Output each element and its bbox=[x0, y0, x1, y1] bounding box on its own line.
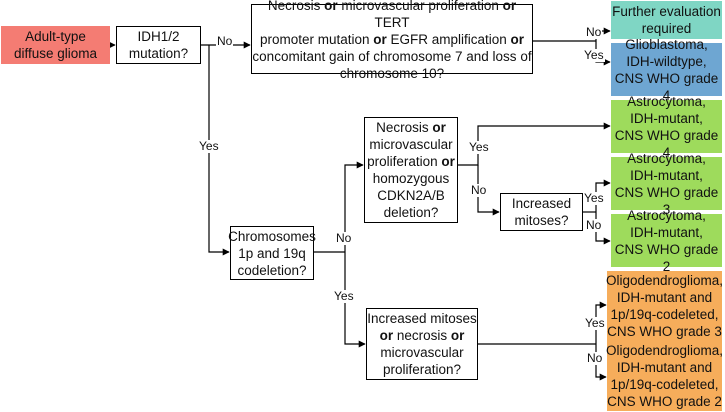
edge-label-astro-no: No bbox=[470, 183, 488, 197]
edge-label-idh-yes: Yes bbox=[198, 139, 220, 153]
edge-label-wildtype-no: No bbox=[585, 25, 603, 39]
edge-label-idh-no: No bbox=[216, 34, 234, 48]
edge-label-astro-yes: Yes bbox=[468, 140, 490, 154]
edge-label-oligo-yes: Yes bbox=[584, 316, 606, 330]
edge-oligo-to-grade3 bbox=[595, 301, 607, 344]
edge-label-codeletion-no: No bbox=[335, 231, 353, 245]
edge-codeletion-to-astro bbox=[344, 161, 364, 252]
result-astrocytoma-idh-mutant-grade-2: Astrocytoma,IDH-mutant,CNS WHO grade 2 bbox=[611, 208, 722, 274]
edge-label-codeletion-yes: Yes bbox=[333, 289, 355, 303]
edge-label-mitoses-yes: Yes bbox=[583, 191, 605, 205]
edge-astro-to-mitoses bbox=[477, 165, 500, 216]
edge-label-wildtype-yes: Yes bbox=[583, 48, 605, 62]
edge-wildtype-to-gbm bbox=[595, 41, 611, 66]
decision-idh-wildtype-criteria: Necrosis or microvascular proliferation … bbox=[251, 0, 533, 81]
edge-codeletion-to-oligo bbox=[344, 252, 366, 348]
edge-label-oligo-no: No bbox=[586, 351, 604, 365]
result-astrocytoma-idh-mutant-grade-3: Astrocytoma,IDH-mutant,CNS WHO grade 3 bbox=[611, 151, 722, 217]
edge-label-mitoses-no: No bbox=[585, 218, 603, 232]
result-astrocytoma-idh-mutant-grade-4: Astrocytoma,IDH-mutant,CNS WHO grade 4 bbox=[611, 94, 722, 160]
edge-idh-to-codeletion bbox=[208, 45, 230, 256]
result-glioblastoma-idh-wildtype-grade-4: Glioblastoma,IDH-wildtype,CNS WHO grade … bbox=[611, 37, 722, 103]
